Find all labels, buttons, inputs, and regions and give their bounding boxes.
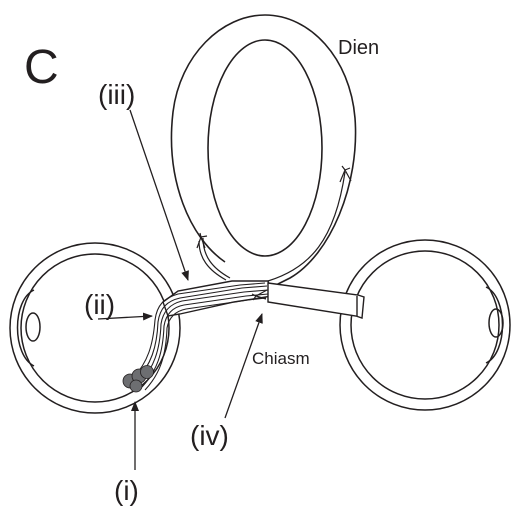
- left-eye-inner: [20, 253, 170, 403]
- panel-letter: C: [24, 41, 59, 94]
- label-iv: (iv): [190, 420, 229, 451]
- right-eye-lens: [488, 308, 504, 338]
- ganglion-cell-4: [129, 379, 143, 393]
- right-eye-outer: [339, 239, 511, 411]
- left-eye-lens: [25, 312, 41, 342]
- growth-cone-dien-right: [339, 165, 352, 183]
- pointer-arrows: [97, 109, 263, 470]
- ganglion-cells: [122, 365, 154, 393]
- growth-cone-dien-left: [196, 232, 208, 249]
- axon-to-dien-right: [267, 171, 346, 282]
- label-chiasm: Chiasm: [252, 349, 310, 368]
- label-iii: (iii): [98, 79, 135, 110]
- axon-to-dien-left-2: [198, 240, 227, 281]
- diencephalic-axons: [198, 171, 346, 282]
- axon-2: [135, 285, 268, 382]
- left-eye: [9, 242, 181, 414]
- label-i: (i): [114, 475, 139, 506]
- diencephalon-outer-contour: [170, 14, 357, 289]
- diencephalon-inner-contour: [207, 39, 323, 257]
- axon-1: [132, 282, 266, 379]
- optic-nerves: [162, 280, 365, 319]
- arrow-iii: [129, 109, 189, 281]
- arrow-iv: [224, 313, 263, 419]
- ganglion-cell-3: [140, 365, 154, 379]
- label-dien: Dien: [338, 37, 379, 59]
- growth-cone-chiasm: [251, 289, 268, 301]
- right-optic-nerve: [267, 282, 365, 319]
- right-eye-inner: [350, 250, 500, 400]
- axon-5: [144, 297, 267, 391]
- left-eye-cornea: [16, 289, 35, 367]
- left-eye-outer: [9, 242, 181, 414]
- axon-to-dien-left: [202, 237, 231, 279]
- label-ii: (ii): [84, 289, 115, 320]
- growth-cones: [196, 165, 352, 301]
- diencephalon: [170, 14, 357, 289]
- right-eye: [339, 239, 511, 411]
- arrow-ii: [97, 312, 153, 321]
